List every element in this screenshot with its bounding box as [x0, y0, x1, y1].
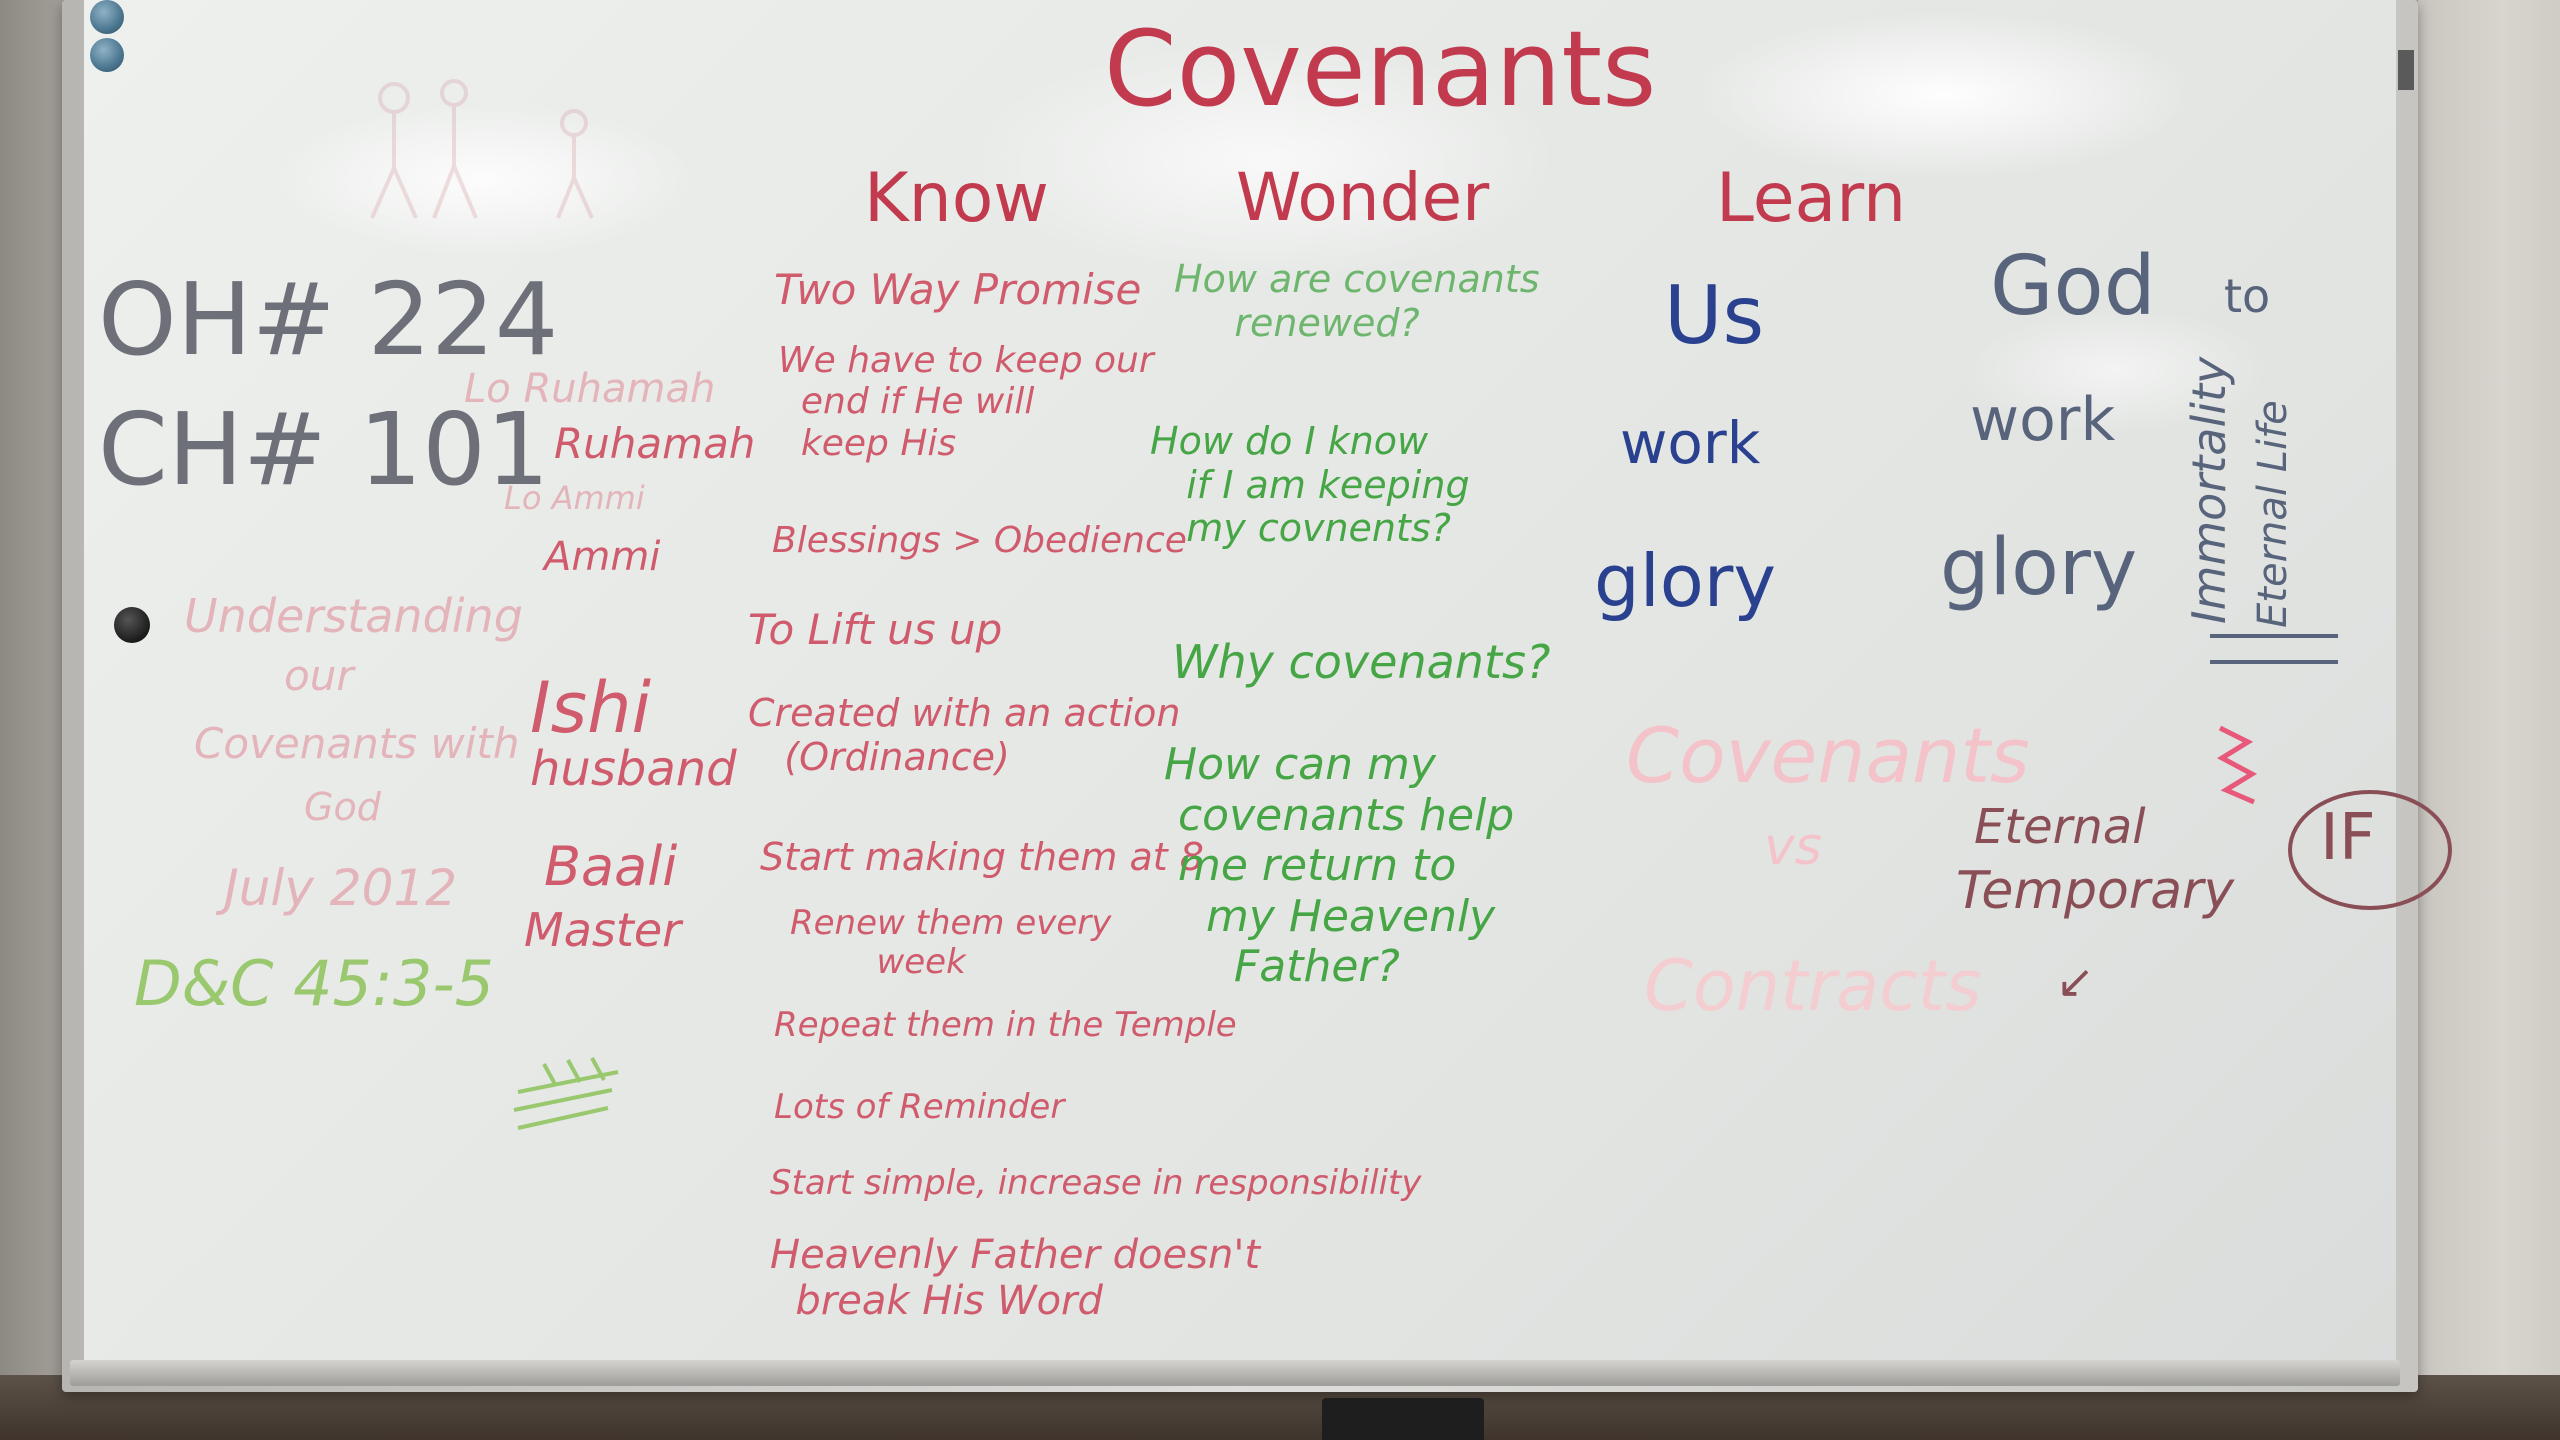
learn-us-glory: glory [1594, 539, 1776, 623]
faint-contracts: Contracts [1644, 945, 1982, 1027]
hymn-oh: OH# 224 [98, 261, 559, 378]
wall [2418, 0, 2560, 1440]
black-magnet-dot [114, 607, 150, 643]
lesson-title-line2: our [284, 651, 354, 700]
wonder-item-3: Why covenants? [1172, 635, 1551, 689]
name-baali: Baali [544, 835, 678, 898]
name-lo-ruhamah: Lo Ruhamah [464, 366, 716, 412]
learn-god-work: work [1970, 385, 2116, 455]
know-item-8: Repeat them in the Temple [774, 1005, 1237, 1045]
know-item-5: Created with an action (Ordinance) [748, 691, 1181, 779]
know-item-1: Two Way Promise [774, 265, 1142, 314]
know-item-7: Renew them every week [790, 903, 1112, 983]
if-text: IF [2320, 801, 2376, 875]
know-item-9: Lots of Reminder [774, 1087, 1065, 1127]
eternal-life-text: Eternal Life [2250, 400, 2296, 628]
learn-us-work: work [1620, 409, 1761, 477]
learn-god: God [1990, 239, 2156, 334]
wonder-item-4: How can my covenants help me return to m… [1164, 739, 1515, 993]
name-master: Master [524, 903, 682, 957]
squiggle-mark [2216, 725, 2258, 805]
column-know: Know [864, 159, 1049, 238]
wonder-item-1: How are covenants renewed? [1174, 257, 1540, 345]
learn-us: Us [1664, 269, 1765, 362]
scripture-reference: D&C 45:3-5 [134, 947, 495, 1020]
wonder-item-2: How do I know if I am keeping my covnent… [1150, 419, 1470, 551]
column-wonder: Wonder [1236, 159, 1490, 236]
name-lo-ammi: Lo Ammi [504, 479, 645, 517]
know-item-11: Heavenly Father doesn't break His Word [770, 1232, 1260, 1324]
know-item-4: To Lift us up [748, 605, 1003, 654]
name-ammi: Ammi [544, 534, 661, 580]
eternal-text: Eternal [1974, 799, 2146, 855]
learn-god-glory: glory [1940, 523, 2138, 613]
hymn-ch: CH# 101 [98, 391, 550, 508]
arrow-down-left-icon: ↙ [2056, 954, 2095, 1008]
know-item-6: Start making them at 8 [760, 835, 1204, 879]
faint-vs: vs [1764, 817, 1822, 877]
marker-tray [70, 1360, 2400, 1386]
temporary-text: Temporary [1956, 861, 2235, 921]
name-ishi: Ishi [530, 667, 651, 749]
lesson-date: July 2012 [224, 859, 458, 917]
lesson-title-line3: Covenants with [194, 719, 520, 768]
board-clip [2398, 50, 2414, 90]
double-underline [2210, 634, 2338, 664]
lesson-title-line1: Understanding [184, 589, 523, 643]
tally-scribble [513, 1057, 619, 1130]
magnet-second [90, 38, 124, 72]
know-item-2: We have to keep our end if He will keep … [778, 340, 1154, 464]
name-husband: husband [530, 741, 737, 797]
faint-covenants: Covenants [1626, 711, 2030, 800]
if-circle [2288, 790, 2452, 910]
column-learn: Learn [1716, 159, 1907, 238]
board-title: Covenants [1104, 8, 1657, 130]
know-item-3: Blessings > Obedience [772, 520, 1187, 561]
erased-figures [370, 79, 594, 219]
name-ruhamah: Ruhamah [554, 419, 756, 468]
lesson-title-line4: God [304, 785, 381, 829]
eraser[interactable] [1322, 1398, 1484, 1440]
magnet-top [90, 0, 124, 34]
whiteboard: Covenants Know Wonder Learn OH# 224 CH# … [84, 0, 2452, 1370]
immortality-text: Immortality [2182, 356, 2236, 624]
learn-god-to: to [2224, 269, 2271, 323]
know-item-10: Start simple, increase in responsibility [770, 1163, 1422, 1203]
